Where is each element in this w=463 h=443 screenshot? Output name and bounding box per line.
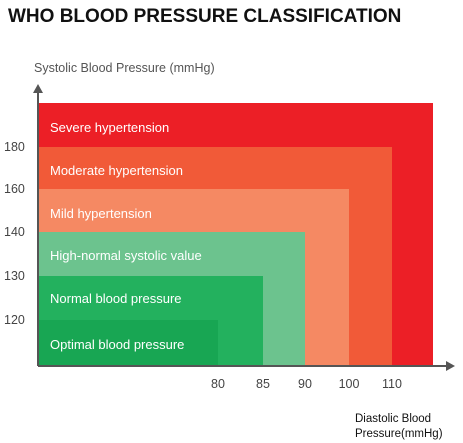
y-tick-label: 140 [4, 225, 25, 239]
x-tick-label: 90 [298, 377, 312, 391]
x-tick-label: 110 [382, 377, 402, 391]
x-tick-label: 85 [256, 377, 270, 391]
y-tick-labels: 120 130 140 160 180 [4, 140, 25, 327]
chart-title: WHO BLOOD PRESSURE CLASSIFICATION [8, 6, 401, 27]
x-axis-arrow [446, 361, 455, 371]
y-tick-label: 130 [4, 269, 25, 283]
band-label-severe-hypertension: Severe hypertension [50, 120, 169, 135]
band-label-high-normal-systolic-value: High-normal systolic value [50, 248, 202, 263]
band-label-optimal-blood-pressure: Optimal blood pressure [50, 337, 184, 352]
band-label-normal-blood-pressure: Normal blood pressure [50, 291, 182, 306]
y-axis-title: Systolic Blood Pressure (mmHg) [34, 61, 215, 75]
x-axis-title-line-2: Pressure(mmHg) [355, 428, 443, 440]
x-tick-label: 80 [211, 377, 225, 391]
band-optimal-blood-pressure [38, 320, 218, 366]
x-tick-label: 100 [339, 377, 360, 391]
band-label-mild-hypertension: Mild hypertension [50, 206, 152, 221]
y-tick-label: 180 [4, 140, 25, 154]
x-axis-title-line-1: Diastolic Blood [355, 413, 431, 425]
x-axis-title: Diastolic Blood Pressure(mmHg) [355, 413, 443, 440]
axes [33, 84, 455, 371]
y-tick-label: 120 [4, 313, 25, 327]
y-axis-arrow [33, 84, 43, 93]
band-label-moderate-hypertension: Moderate hypertension [50, 163, 183, 178]
x-tick-labels: 80 85 90 100 110 [211, 377, 402, 391]
y-tick-label: 160 [4, 182, 25, 196]
